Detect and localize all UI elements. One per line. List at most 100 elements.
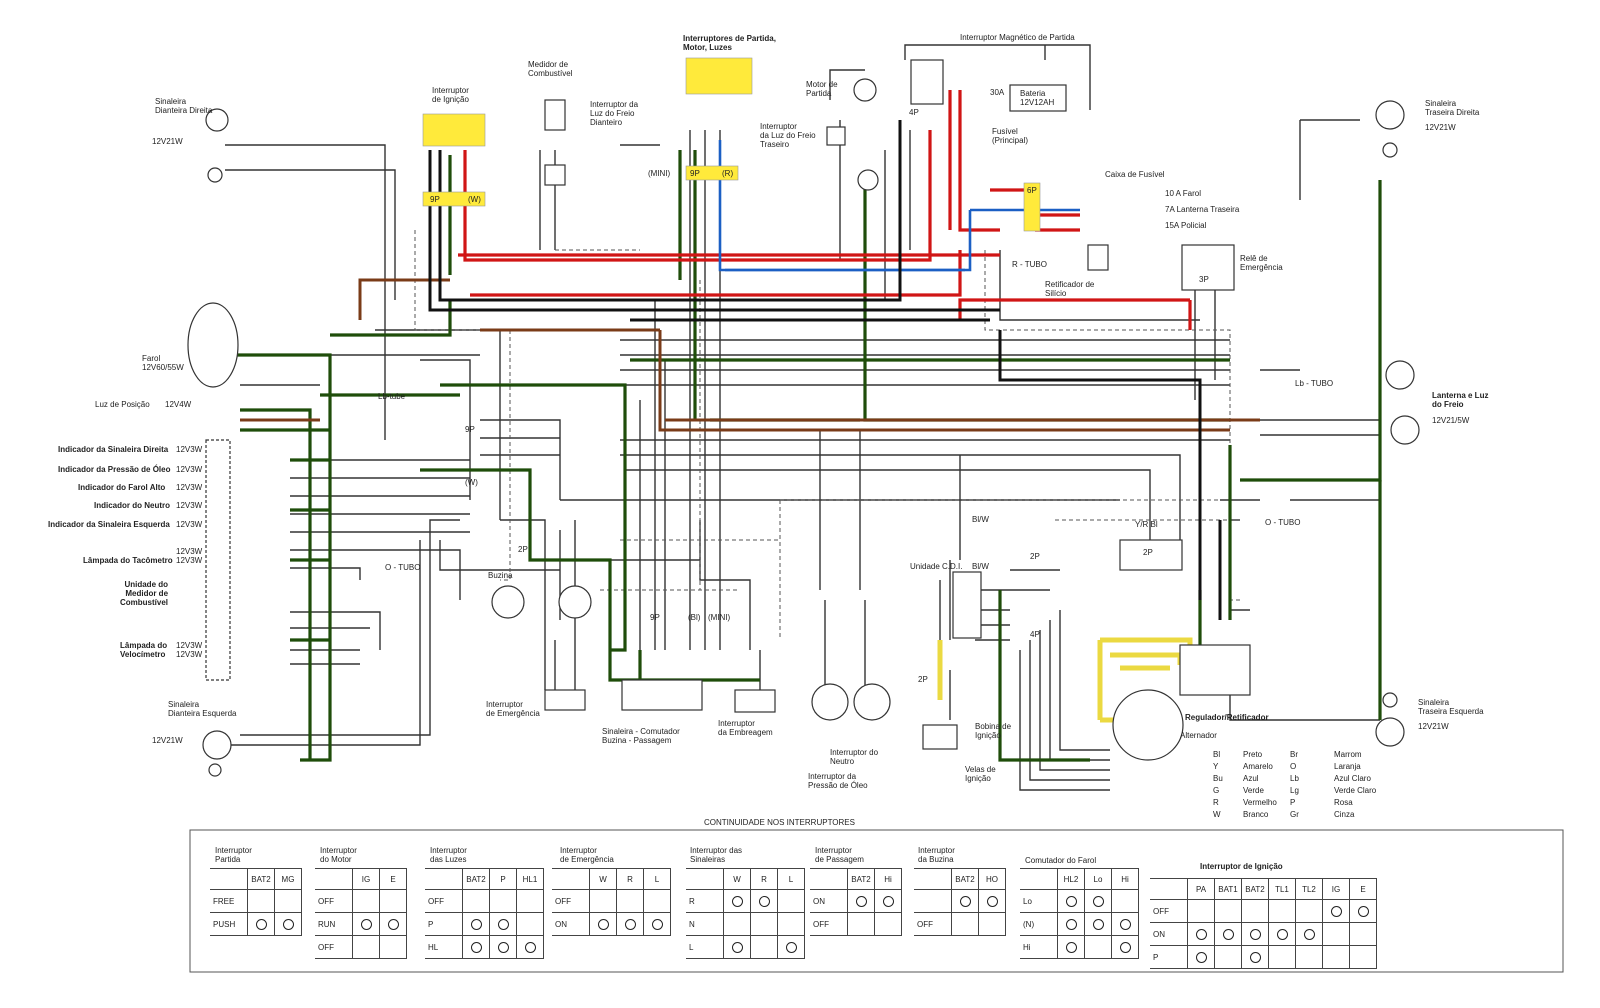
contact-dot <box>1065 895 1077 907</box>
contact-dot <box>1065 941 1077 953</box>
label-caixa-fusivel: Caixa de Fusível <box>1105 170 1165 179</box>
col-header: R <box>750 868 778 890</box>
col-header: P <box>489 868 517 890</box>
label-sinaleira-td: Sinaleira Traseira Direita <box>1425 99 1480 117</box>
legend-name: Preto <box>1243 750 1263 759</box>
ct-buzina-title: Interruptor da Buzina <box>918 846 955 864</box>
continuity-title: CONTINUIDADE NOS INTERRUPTORES <box>700 818 859 827</box>
col-header: E <box>1349 878 1377 900</box>
conn-6p: 6P <box>1027 186 1037 195</box>
legend-code: G <box>1213 786 1220 795</box>
row-label: P <box>1150 945 1188 969</box>
contact-dot <box>1119 918 1131 930</box>
ind-spec-0: 12V3W <box>176 445 203 454</box>
contact-dot <box>882 895 894 907</box>
contact-dot <box>497 941 509 953</box>
legend-code: W <box>1213 810 1221 819</box>
contact-dot <box>731 895 743 907</box>
ct-sinaleiras-title: Interruptor das Sinaleiras <box>690 846 743 864</box>
row-label: OFF <box>552 889 590 913</box>
label-sinaleira-dd: Sinaleira Dianteira Direita <box>155 97 213 115</box>
legend-code: Bl <box>1213 750 1221 759</box>
contact-dot <box>1249 928 1261 940</box>
legend-code: Gr <box>1290 810 1299 819</box>
contact-dot <box>986 895 998 907</box>
label-lanterna-freio: Lanterna e Luz do Freio <box>1432 391 1489 409</box>
row-label: L <box>686 935 724 959</box>
label-interruptor-ignicao: Interruptor de Ignição <box>432 86 469 104</box>
ind-medidor-combustivel: Unidade do Medidor de Combustível <box>120 580 169 607</box>
ind-sinaleira-esquerda: Indicador da Sinaleira Esquerda <box>48 520 170 529</box>
spec-sinaleira-de: 12V21W <box>152 736 183 745</box>
row-label: OFF <box>315 935 353 959</box>
contact-dot <box>387 918 399 930</box>
contact-dot <box>855 895 867 907</box>
col-header: R <box>616 868 644 890</box>
conn-9p-bl: 9P <box>650 613 660 622</box>
row-label: ON <box>810 889 848 913</box>
contact-dot <box>959 895 971 907</box>
label-interruptor-neutro: Interruptor do Neutro <box>830 748 879 766</box>
contact-dot <box>1357 905 1369 917</box>
wire-r-tubo: R - TUBO <box>1012 260 1047 269</box>
legend-name: Verde <box>1243 786 1264 795</box>
row-label: (N) <box>1020 912 1058 936</box>
conn-4p-cdi: 4P <box>1030 630 1040 639</box>
contact-dot <box>785 941 797 953</box>
contact-dot <box>624 918 636 930</box>
col-header: PA <box>1187 878 1215 900</box>
contact-dot <box>470 941 482 953</box>
ct-ignicao-title: Interruptor de Ignição <box>1200 862 1283 871</box>
component-shapes <box>187 59 1420 777</box>
wire-lb-tubo: Lb - TUBO <box>1295 379 1334 388</box>
row-label: OFF <box>1150 899 1188 923</box>
legend-name: Marrom <box>1334 750 1362 759</box>
row-label: Lo <box>1020 889 1058 913</box>
contact-dot <box>1065 918 1077 930</box>
wire-bl-w-2: Bl/W <box>972 562 989 571</box>
row-label: HL <box>425 935 463 959</box>
col-header: BAT2 <box>951 868 979 890</box>
label-velas: Velas de Ignição <box>965 765 996 783</box>
col-header: L <box>643 868 671 890</box>
ct-luzes-title: Interruptor das Luzes <box>430 846 467 864</box>
legend-name: Vermelho <box>1243 798 1277 807</box>
col-header: Lo <box>1084 868 1112 890</box>
ind-sinaleira-direita: Indicador da Sinaleira Direita <box>58 445 169 454</box>
conn-9p-ign: 9P <box>430 195 440 204</box>
col-header: IG <box>352 868 380 890</box>
col-header: BAT2 <box>462 868 490 890</box>
label-medidor-combustivel: Medidor de Combustível <box>528 60 573 78</box>
col-header: BAT2 <box>847 868 875 890</box>
contact-dot <box>470 918 482 930</box>
wire-o-tubo: O - TUBO <box>385 563 421 572</box>
conn-mini: (MINI) <box>648 169 671 178</box>
label-fusivel-principal: Fusível (Principal) <box>992 127 1029 145</box>
label-bobina: Bobina de Ignição <box>975 722 1012 740</box>
ind-spec-7: 12V3W 12V3W <box>176 641 203 659</box>
contact-dot <box>524 941 536 953</box>
contact-dot <box>282 918 294 930</box>
dashed-outlines <box>414 230 1240 640</box>
row-label: OFF <box>810 912 848 936</box>
col-header: Hi <box>1111 868 1139 890</box>
contact-dot <box>360 918 372 930</box>
contact-dot <box>1330 905 1342 917</box>
ind-spec-3: 12V3W <box>176 501 203 510</box>
col-header: MG <box>274 868 302 890</box>
conn-9p-w: 9P <box>465 425 475 434</box>
wire-o-tubo-r: O - TUBO <box>1265 518 1301 527</box>
col-header: E <box>379 868 407 890</box>
label-freio-traseiro: Interruptor da Luz do Freio Traseiro <box>760 122 816 149</box>
contact-dot <box>597 918 609 930</box>
yellow-connector-blocks <box>422 57 1041 232</box>
contact-dot <box>1195 928 1207 940</box>
